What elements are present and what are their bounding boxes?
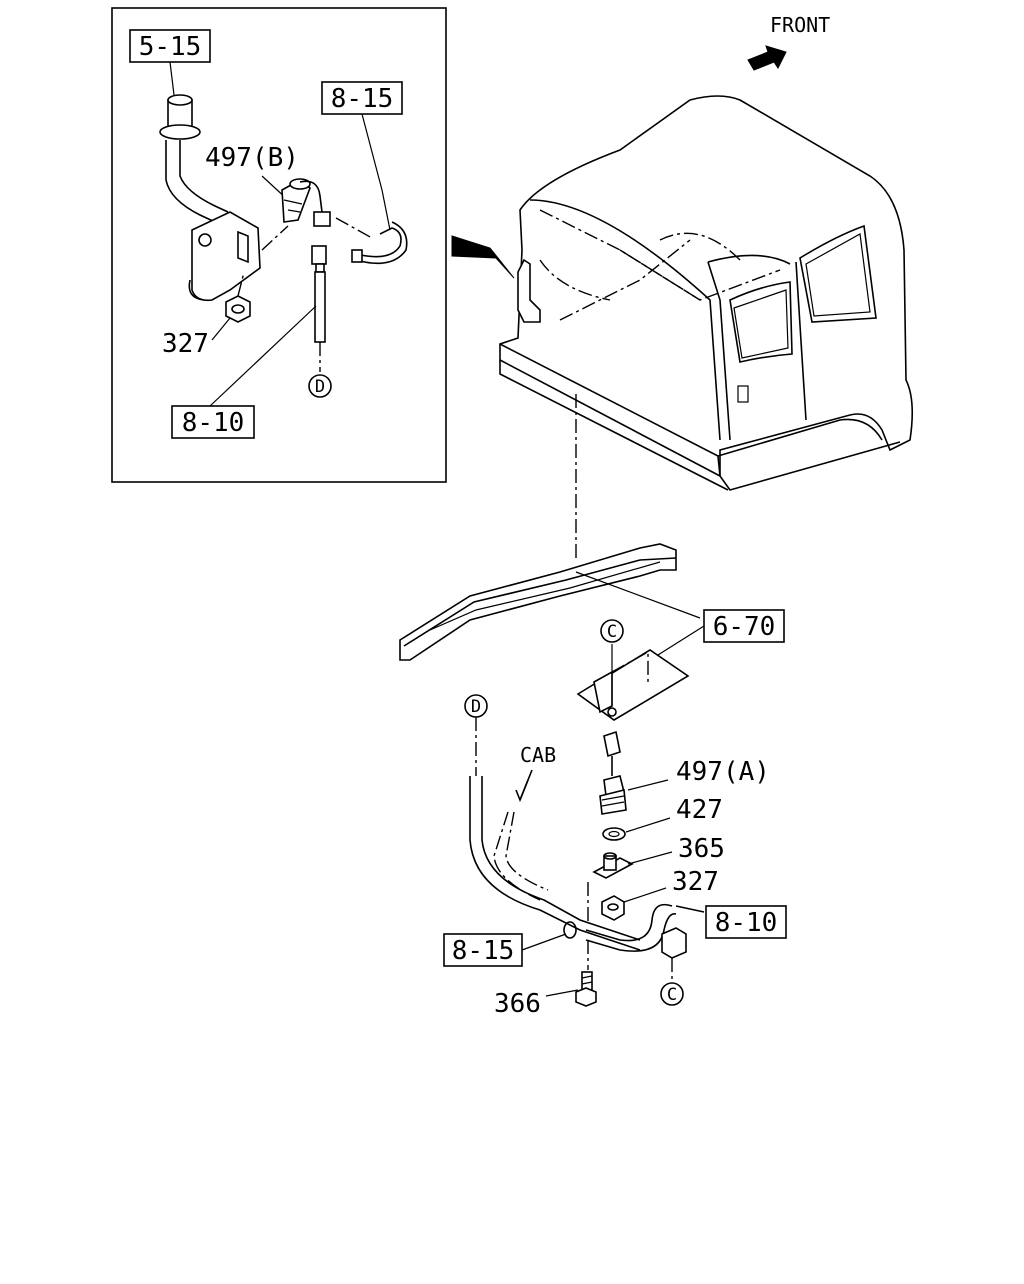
front-arrow-icon (747, 45, 787, 71)
label-327-main: 327 (672, 867, 719, 897)
label-327-inset: 327 (162, 329, 209, 359)
window-right (799, 224, 877, 323)
leader-8-10-inset (209, 305, 317, 407)
cab-shell (499, 95, 914, 478)
marker-d-main: D (471, 697, 481, 717)
ref-8-10-inset: 8-10 (182, 408, 245, 438)
leader-327-main (623, 887, 667, 903)
switch-497a (599, 730, 627, 815)
leader-6-70 (649, 625, 705, 661)
lever-assembly (159, 94, 261, 302)
leader-8-15-main (521, 933, 567, 951)
ref-5-15: 5-15 (139, 32, 202, 62)
front-direction: FRONT (747, 13, 830, 71)
harness-8-10 (311, 245, 327, 372)
body-switch-bracket (517, 258, 541, 323)
window-left (729, 281, 793, 363)
inset-detail: 5-15 497(B) 8-15 (111, 7, 447, 483)
harness-8-15-main (469, 776, 705, 952)
leader-327-inset (211, 317, 231, 341)
dash-nut-lever (237, 271, 245, 297)
leader-5-15 (169, 61, 175, 96)
cab-arrow-icon (515, 769, 533, 803)
ref-8-15-main: 8-15 (452, 936, 515, 966)
harness-8-15 (335, 217, 408, 265)
ref-box-8-10-main (705, 905, 787, 939)
ref-6-70: 6-70 (713, 612, 776, 642)
connector-8-10 (661, 927, 687, 982)
vehicle-body (451, 95, 914, 560)
label-366: 366 (494, 989, 541, 1019)
label-427: 427 (676, 795, 723, 825)
washer-427 (602, 827, 626, 841)
ref-8-10-main: 8-10 (715, 908, 778, 938)
label-365: 365 (678, 834, 725, 864)
ref-box-8-10-inset (171, 405, 255, 439)
detail-pointer-icon (451, 235, 515, 279)
frame-rail (399, 543, 701, 661)
connector-c-top (600, 619, 624, 643)
label-497b: 497(B) (205, 143, 299, 173)
inset-frame (111, 7, 447, 483)
dash-switch-lever (261, 225, 289, 251)
leader-365 (627, 851, 673, 865)
leader-427 (625, 817, 671, 833)
bracket-plate (576, 644, 690, 721)
front-label: FRONT (770, 13, 830, 37)
marker-d-inset: D (315, 377, 325, 397)
cab-label: CAB (520, 743, 556, 767)
leader-8-15-inset (361, 113, 391, 231)
marker-c-bottom: C (667, 985, 677, 1005)
label-497a: 497(A) (676, 757, 770, 787)
switch-497b (281, 178, 331, 227)
bracket-365 (592, 852, 634, 879)
connector-c-bottom (660, 982, 684, 1006)
leader-497a (627, 779, 669, 791)
bolt-366 (575, 971, 597, 1007)
leader-366 (545, 989, 579, 997)
connector-d-inset (308, 374, 332, 398)
marker-c-top: C (607, 622, 617, 642)
ref-8-15-inset: 8-15 (331, 84, 394, 114)
nut-327-main (601, 895, 625, 921)
